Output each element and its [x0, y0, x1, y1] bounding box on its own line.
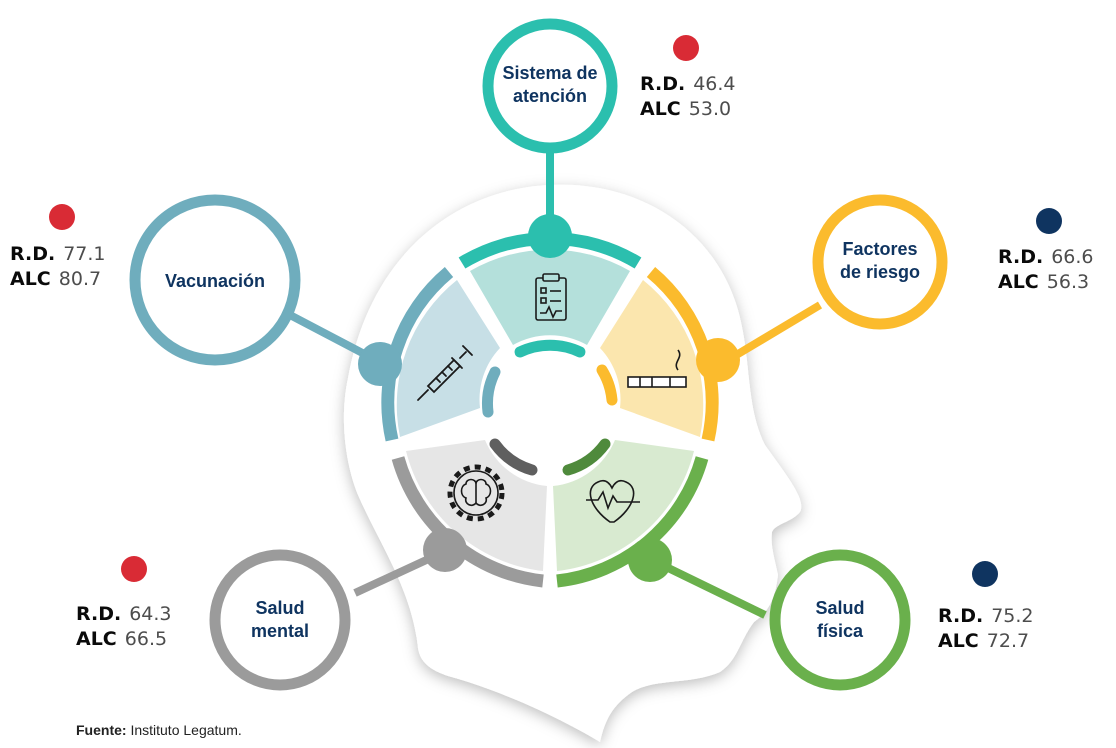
- circle-factores: [812, 194, 948, 330]
- rd-value: 77.1: [63, 243, 106, 265]
- alc-key: ALC: [76, 628, 117, 650]
- stats-factores: R.D. 66.6 ALC 56.3: [998, 245, 1094, 295]
- source-text: Instituto Legatum.: [130, 722, 242, 738]
- label-factores-line2: de riesgo: [839, 262, 921, 282]
- alc-value: 80.7: [58, 268, 102, 290]
- rd-key: R.D.: [998, 246, 1044, 268]
- connectors: [288, 148, 823, 619]
- label-sistema: Sistema de atención: [478, 62, 622, 108]
- wheel: [358, 214, 740, 588]
- label-vacunacion: Vacunación: [135, 270, 295, 293]
- connector-fisica: [658, 560, 767, 619]
- label-vacunacion-line1: Vacunación: [164, 271, 266, 291]
- indicator-dot-factores: [1036, 208, 1062, 234]
- circle-fisica: [769, 549, 911, 691]
- sector-factores: [600, 280, 704, 437]
- rd-value: 64.3: [129, 603, 172, 625]
- rd-value: 66.6: [1051, 246, 1094, 268]
- rd-value: 75.2: [991, 605, 1034, 627]
- label-mental-line1: Salud: [255, 598, 305, 618]
- clipboard-icon: [535, 273, 567, 321]
- indicator-dot-mental: [121, 556, 147, 582]
- rd-key: R.D.: [76, 603, 122, 625]
- sector-sistema: [470, 249, 630, 345]
- syringe-icon: [417, 345, 473, 401]
- label-mental: Salud mental: [208, 597, 352, 643]
- rd-key: R.D.: [938, 605, 984, 627]
- label-sistema-line2: atención: [512, 86, 587, 106]
- sector-fisica: [553, 440, 694, 571]
- rd-key: R.D.: [10, 243, 56, 265]
- alc-key: ALC: [938, 630, 979, 652]
- rd-value: 46.4: [693, 73, 736, 95]
- indicator-dot-vacunacion: [49, 204, 75, 230]
- stats-sistema: R.D. 46.4 ALC 53.0: [640, 72, 736, 122]
- indicator-dot-sistema: [673, 35, 699, 61]
- stats-fisica: R.D. 75.2 ALC 72.7: [938, 604, 1034, 654]
- label-factores: Factores de riesgo: [808, 238, 952, 284]
- rd-key: R.D.: [640, 73, 686, 95]
- alc-key: ALC: [640, 98, 681, 120]
- connector-vacunacion: [288, 311, 374, 362]
- source-label: Fuente:: [76, 722, 127, 738]
- sector-mental: [406, 440, 547, 571]
- stats-vacunacion: R.D. 77.1 ALC 80.7: [10, 242, 106, 292]
- alc-key: ALC: [998, 271, 1039, 293]
- alc-value: 72.7: [986, 630, 1030, 652]
- connector-factores: [730, 301, 823, 361]
- label-sistema-line1: Sistema de: [502, 63, 598, 83]
- circle-sistema: [482, 18, 618, 154]
- circle-vacunacion: [129, 194, 301, 366]
- circle-mental: [209, 549, 351, 691]
- indicator-dot-fisica: [972, 561, 998, 587]
- label-fisica-line2: física: [816, 621, 864, 641]
- alc-key: ALC: [10, 268, 51, 290]
- label-fisica: Salud física: [768, 597, 912, 643]
- label-factores-line1: Factores: [842, 239, 918, 259]
- brain-gear-icon: [447, 464, 505, 522]
- source-note: Fuente: Instituto Legatum.: [76, 722, 242, 738]
- heart-pulse-icon: [586, 479, 640, 523]
- alc-value: 53.0: [688, 98, 732, 120]
- alc-value: 56.3: [1046, 271, 1090, 293]
- label-fisica-line1: Salud: [815, 598, 865, 618]
- stats-mental: R.D. 64.3 ALC 66.5: [76, 602, 172, 652]
- sector-vacunacion: [396, 280, 500, 437]
- alc-value: 66.5: [124, 628, 168, 650]
- cigarette-icon: [627, 349, 687, 388]
- label-mental-line2: mental: [250, 621, 310, 641]
- connector-mental: [353, 552, 437, 597]
